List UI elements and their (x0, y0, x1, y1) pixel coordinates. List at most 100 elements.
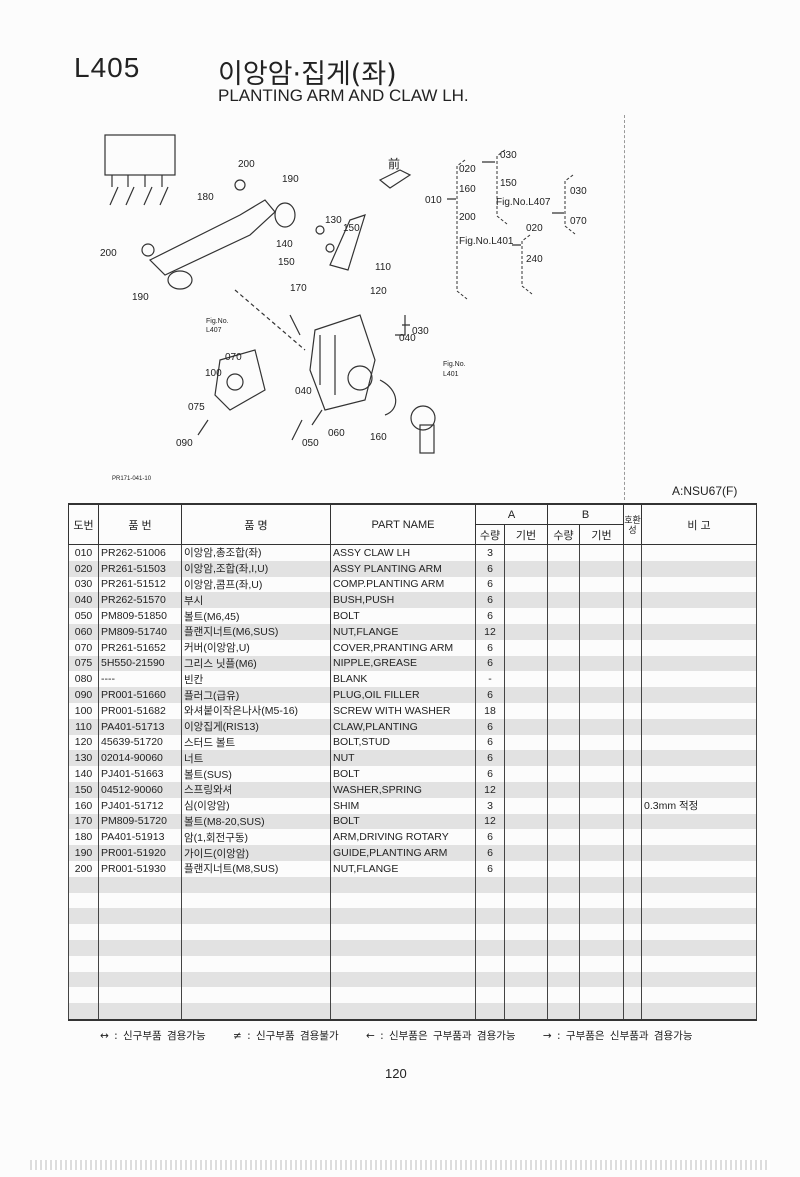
cell-empty (547, 608, 580, 624)
cell-part-no: PA401-51913 (98, 829, 182, 846)
claw-group-illustration (104, 134, 176, 176)
cell-empty (579, 971, 624, 988)
cell-empty (547, 560, 580, 577)
cell-part-no: PM809-51850 (98, 608, 182, 624)
callout-040: 040 (295, 386, 312, 397)
cell-name-ko: 이앙암,콤프(좌,U) (181, 576, 331, 593)
cell-no (68, 939, 99, 956)
cell-empty (504, 908, 548, 925)
cell-empty (623, 639, 642, 656)
callout-060: 060 (328, 428, 345, 439)
cell-empty (504, 987, 548, 1004)
callout-fig-l401: Fig.No. (443, 361, 466, 368)
callout-170: 170 (290, 283, 307, 294)
tree-020: 020 (459, 164, 476, 175)
cell-no: 140 (68, 766, 99, 782)
cell-no: 070 (68, 639, 99, 656)
cell-part-no (98, 971, 182, 988)
callout-200: 200 (238, 159, 255, 170)
cell-part-name: BOLT (330, 813, 476, 830)
cell-name-ko: 볼트(M6,45) (181, 608, 331, 624)
cell-part-no (98, 1003, 182, 1021)
cell-qty-a: 18 (475, 702, 505, 719)
callout-075: 075 (188, 402, 205, 413)
cell-empty (579, 560, 624, 577)
cell-part-name (330, 971, 476, 988)
cell-qty-a: 12 (475, 623, 505, 640)
cell-remarks (641, 592, 757, 609)
cell-no: 160 (68, 797, 99, 814)
cell-remarks (641, 560, 757, 577)
cell-qty-a: 6 (475, 655, 505, 672)
header-no: 도번 (68, 503, 99, 545)
callout-140: 140 (276, 239, 293, 250)
cell-part-no (98, 924, 182, 940)
cell-qty-a: 3 (475, 797, 505, 814)
cell-name-ko (181, 939, 331, 956)
cell-part-name: BOLT (330, 608, 476, 624)
cell-name-ko: 부시 (181, 592, 331, 609)
cell-remarks (641, 576, 757, 593)
tree-030: 030 (500, 150, 517, 161)
cell-remarks (641, 860, 757, 877)
cell-qty-a (475, 924, 505, 940)
cell-qty-a (475, 908, 505, 925)
cell-part-name (330, 892, 476, 909)
cell-empty (579, 750, 624, 767)
cell-name-ko (181, 892, 331, 909)
cell-empty (504, 876, 548, 893)
cell-no (68, 908, 99, 925)
empty-row (68, 987, 757, 1004)
empty-row (68, 939, 757, 956)
cell-name-ko: 이앙암,조합(좌,I,U) (181, 560, 331, 577)
cell-empty (504, 639, 548, 656)
cell-empty (579, 908, 624, 925)
cell-name-ko (181, 1003, 331, 1021)
header-remarks: 비 고 (641, 503, 757, 545)
cell-part-no: PR262-51570 (98, 592, 182, 609)
cell-qty-a (475, 892, 505, 909)
tree-fig-l401: Fig.No.L401 (459, 236, 514, 247)
cell-part-name: SCREW WITH WASHER (330, 702, 476, 719)
cell-no: 200 (68, 860, 99, 877)
cell-name-ko: 빈칸 (181, 671, 331, 688)
cell-part-name (330, 955, 476, 972)
cell-empty (623, 908, 642, 925)
parts-table: 도번 품 번 품 명 PART NAME A B 호환성 비 고 수량 기번 수… (68, 503, 757, 1021)
cell-empty (504, 718, 548, 735)
cell-empty (579, 939, 624, 956)
cell-qty-a (475, 971, 505, 988)
cell-empty (579, 592, 624, 609)
cell-empty (547, 987, 580, 1004)
cell-empty (547, 971, 580, 988)
callout-fig-l407-no: L407 (206, 327, 222, 334)
tree-160: 160 (459, 184, 476, 195)
cell-part-no: 02014-90060 (98, 750, 182, 767)
callout-100: 100 (205, 368, 222, 379)
cell-empty (579, 544, 624, 561)
cell-empty (623, 655, 642, 672)
cell-name-ko: 스프링와셔 (181, 781, 331, 798)
cell-part-name: CLAW,PLANTING (330, 718, 476, 735)
cell-empty (623, 781, 642, 798)
cell-remarks (641, 687, 757, 703)
cell-part-no (98, 955, 182, 972)
cell-part-no: PM809-51720 (98, 813, 182, 830)
cell-empty (623, 829, 642, 846)
cell-empty (504, 687, 548, 703)
cell-no: 110 (68, 718, 99, 735)
cell-empty (547, 639, 580, 656)
header-compat: 호환성 (623, 503, 642, 545)
cell-remarks (641, 876, 757, 893)
cell-name-ko: 이앙암,총조합(좌) (181, 544, 331, 561)
cell-empty (547, 845, 580, 861)
cell-empty (547, 718, 580, 735)
cell-empty (623, 608, 642, 624)
cell-qty-a (475, 955, 505, 972)
callout-130: 130 (325, 215, 342, 226)
